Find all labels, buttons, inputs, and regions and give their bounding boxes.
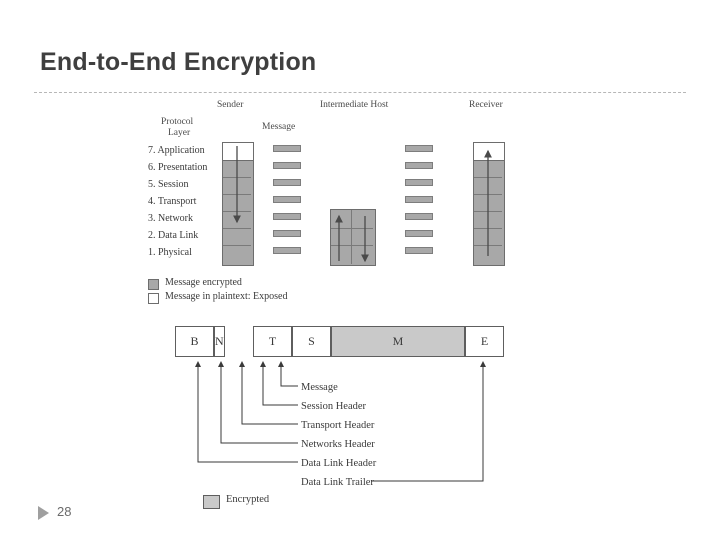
figure2-arrows [195, 361, 486, 482]
callout-networks-header: Networks Header [301, 439, 375, 450]
intermediate-vertical-rule [351, 210, 352, 264]
figure1-label-protocol-layer-line1: Protocol [161, 117, 194, 127]
figure1-arrows [233, 146, 492, 263]
callout-session-header: Session Header [301, 401, 367, 412]
figure1-layer-2: 2. Data Link [148, 230, 199, 241]
intermediate-rule-1 [331, 228, 373, 229]
packet-layout-figure: B N T S M E Message Session Header Trans… [175, 326, 505, 516]
figure1-layer-4: 4. Transport [148, 196, 197, 207]
figure1-layer-3: 3. Network [148, 213, 193, 224]
callout-message: Message [301, 382, 338, 393]
figure1-label-message: Message [262, 122, 296, 132]
channel-dash-l-7 [273, 145, 301, 152]
figure2-encrypted-swatch [203, 495, 220, 509]
sender-stack-rule-5 [223, 245, 251, 246]
figure2-encrypted-label: Encrypted [226, 494, 270, 505]
figure1-header-sender: Sender [217, 100, 244, 110]
channel-dash-l-5 [273, 179, 301, 186]
legend-plaintext-label: Message in plaintext: Exposed [165, 291, 288, 302]
legend-encrypted-label: Message encrypted [165, 277, 242, 288]
figure1-header-intermediate-host: Intermediate Host [320, 100, 389, 110]
packet-field-S: S [292, 326, 331, 357]
figure1-label-protocol-layer-line2: Layer [168, 128, 191, 138]
footer-triangle-icon [38, 506, 49, 520]
packet-field-T: T [253, 326, 292, 357]
channel-dash-l-4 [273, 196, 301, 203]
channel-dash-l-6 [273, 162, 301, 169]
channel-dash-r-6 [405, 162, 433, 169]
figure1-header-receiver: Receiver [469, 100, 503, 110]
packet-field-E: E [465, 326, 504, 357]
channel-dash-r-5 [405, 179, 433, 186]
intermediate-rule-2 [331, 245, 373, 246]
figure1-layer-5: 5. Session [148, 179, 189, 190]
callout-data-link-header: Data Link Header [301, 458, 377, 469]
channel-dash-r-1 [405, 247, 433, 254]
title-divider [34, 92, 686, 93]
legend-plaintext-swatch [148, 293, 159, 304]
packet-field-N: N [214, 326, 225, 357]
figure1-layer-7: 7. Application [148, 145, 205, 156]
callout-transport-header: Transport Header [301, 420, 375, 431]
channel-dash-r-2 [405, 230, 433, 237]
legend-encrypted-swatch [148, 279, 159, 290]
channel-dash-l-1 [273, 247, 301, 254]
callout-data-link-trailer: Data Link Trailer [301, 477, 374, 488]
page-title: End-to-End Encryption [40, 48, 317, 76]
channel-dash-r-3 [405, 213, 433, 220]
channel-dash-l-2 [273, 230, 301, 237]
packet-field-B: B [175, 326, 214, 357]
layered-encryption-figure: Sender Intermediate Host Receiver Protoc… [143, 96, 517, 308]
channel-dash-r-7 [405, 145, 433, 152]
figure1-layer-1: 1. Physical [148, 247, 192, 258]
sender-stack-rule-4 [223, 228, 251, 229]
channel-dash-r-4 [405, 196, 433, 203]
page-number: 28 [57, 504, 72, 519]
packet-field-M: M [331, 326, 465, 357]
figure1-layer-6: 6. Presentation [148, 162, 208, 173]
channel-dash-l-3 [273, 213, 301, 220]
